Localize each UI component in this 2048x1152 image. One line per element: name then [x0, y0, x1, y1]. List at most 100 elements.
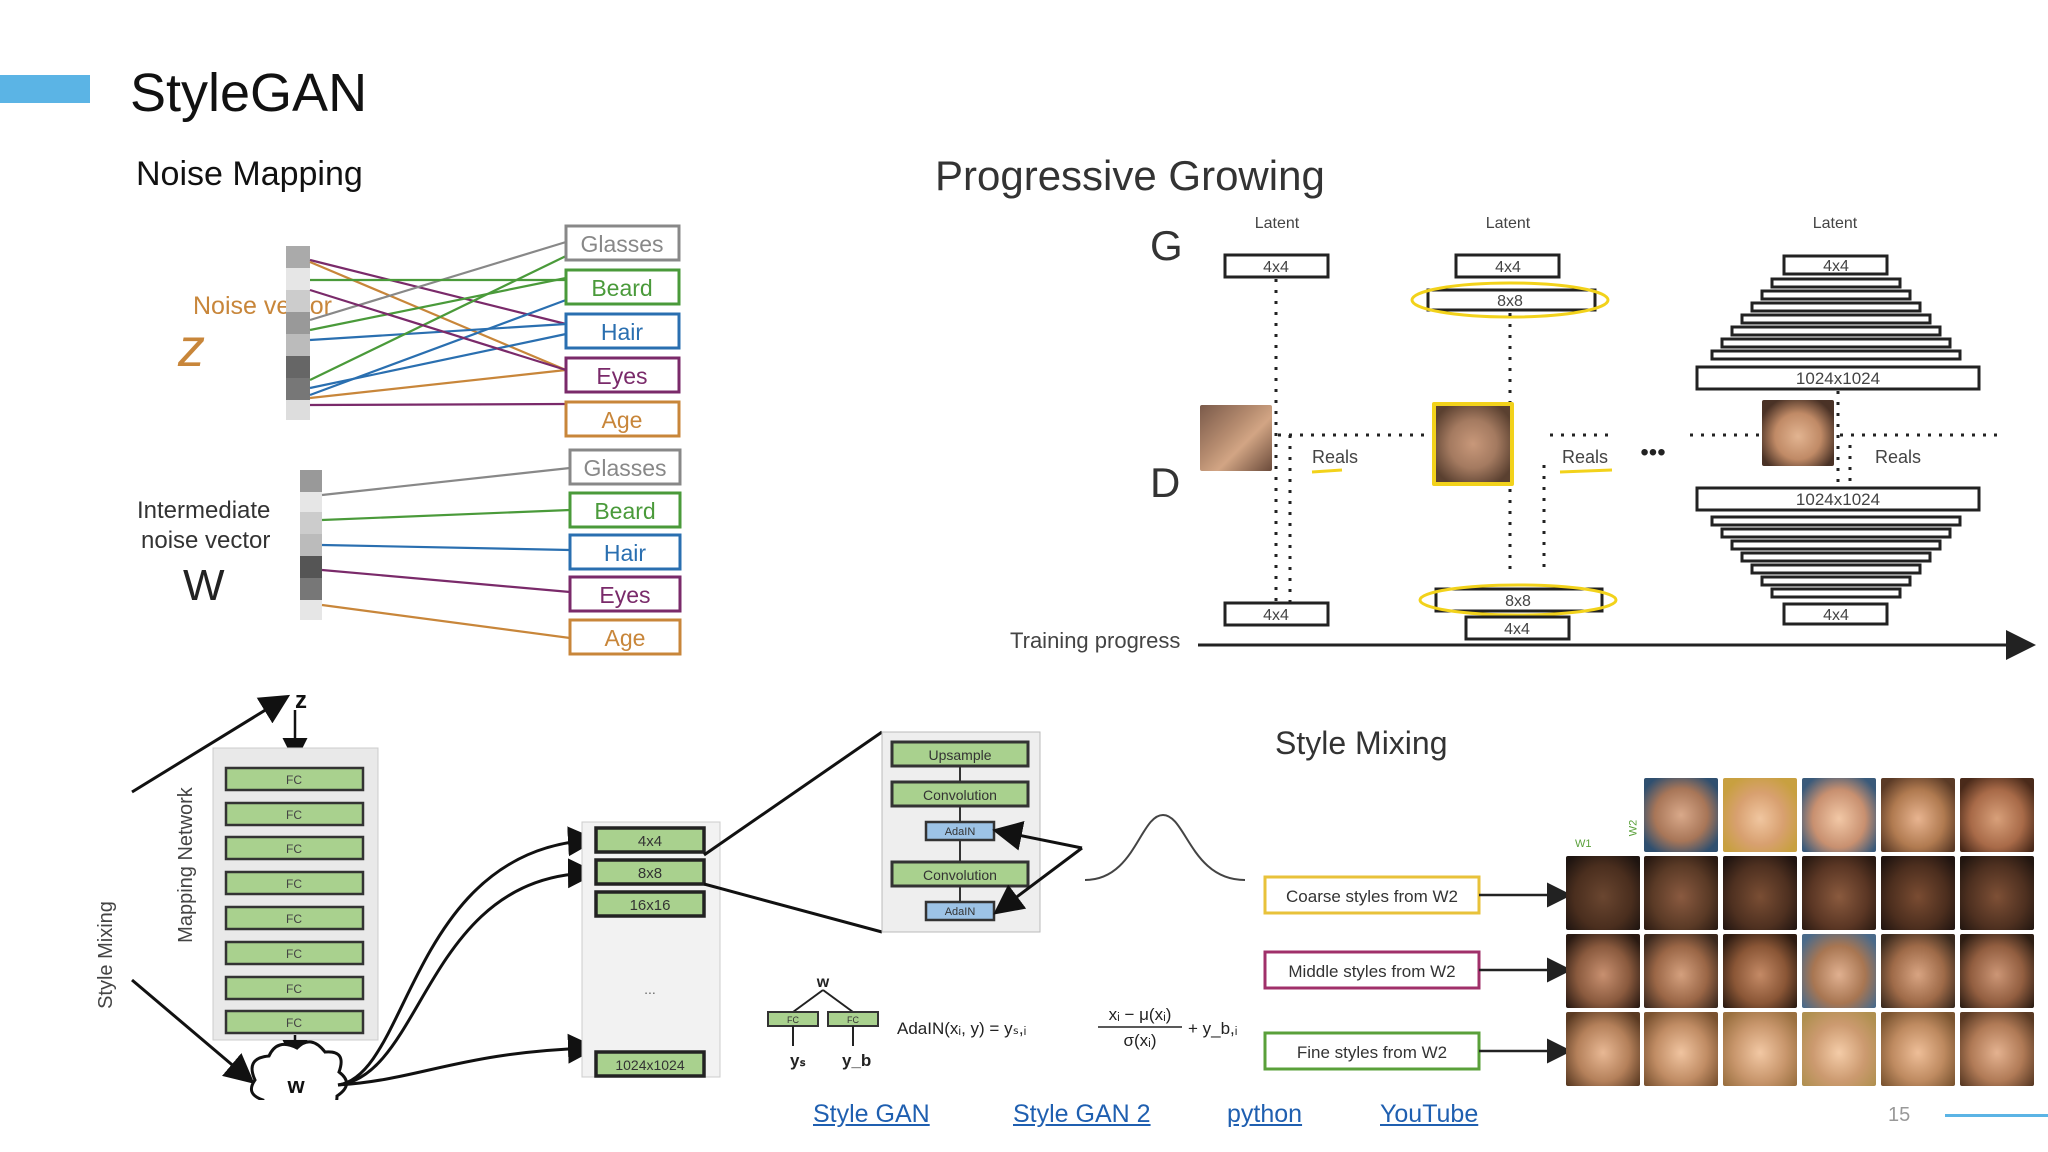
- noise-vector-symbol: z: [177, 318, 205, 378]
- gaussian-curve: [1084, 813, 1246, 881]
- w-feature-eyes: Eyes: [599, 582, 650, 608]
- svg-text:16x16: 16x16: [630, 897, 671, 914]
- g3-1024: 1024x1024: [1796, 369, 1880, 388]
- style-mixing-face-grid: [1566, 778, 2036, 1090]
- face-source: [1802, 778, 1876, 852]
- arch-w-label: w: [286, 1073, 305, 1098]
- intermediate-label-2: noise vector: [141, 527, 270, 554]
- d3-1024: 1024x1024: [1796, 490, 1880, 509]
- svg-text:...: ...: [644, 981, 656, 997]
- face-mixed: [1802, 856, 1876, 930]
- face-source: [1566, 856, 1640, 930]
- face-mixed: [1644, 934, 1718, 1008]
- svg-text:8x8: 8x8: [638, 865, 662, 882]
- svg-text:AdaIN(xᵢ, y) = yₛ,ᵢ: AdaIN(xᵢ, y) = yₛ,ᵢ: [897, 1019, 1026, 1038]
- face-mixed: [1644, 856, 1718, 930]
- block-detail: Upsample Convolution AdaIN Convolution A…: [890, 740, 1030, 922]
- face-mixed: [1723, 856, 1797, 930]
- face-source: [1566, 934, 1640, 1008]
- synthesis-stack: 4x4 8x8 16x16 ... 1024x1024: [594, 826, 706, 1078]
- svg-text:w: w: [816, 974, 830, 991]
- svg-text:FC: FC: [286, 947, 302, 961]
- coarse-styles-label: Coarse styles from W2: [1286, 887, 1458, 906]
- svg-text:xᵢ − μ(xᵢ): xᵢ − μ(xᵢ): [1109, 1005, 1172, 1024]
- g-label: G: [1150, 222, 1183, 269]
- link-youtube[interactable]: YouTube: [1380, 1100, 1479, 1128]
- d3-4x4: 4x4: [1823, 607, 1849, 624]
- noise-mapping-diagram: Noise vector z Intermediate noise vector…: [137, 224, 682, 656]
- reals-label-1: Reals: [1312, 447, 1358, 467]
- svg-text:AdaIN: AdaIN: [945, 906, 976, 918]
- d-pyramid: [1710, 515, 1962, 599]
- progress-ellipsis: •••: [1640, 439, 1665, 466]
- z-feature-beard: Beard: [591, 275, 652, 301]
- stylegan-architecture: z Style Mixing Mapping Network FC FC FC …: [95, 687, 1246, 1100]
- face-mixed: [1802, 1012, 1876, 1086]
- face-source: [1723, 778, 1797, 852]
- d2-8x8: 8x8: [1505, 593, 1531, 610]
- svg-text:+ y_b,ᵢ: + y_b,ᵢ: [1188, 1019, 1237, 1038]
- adain-formula: AdaIN(xᵢ, y) = yₛ,ᵢ xᵢ − μ(xᵢ) σ(xᵢ) + y…: [897, 1005, 1237, 1050]
- svg-text:1024x1024: 1024x1024: [615, 1057, 685, 1073]
- latent-label-2: Latent: [1486, 215, 1531, 232]
- svg-text:FC: FC: [286, 773, 302, 787]
- z-feature-glasses: Glasses: [580, 231, 663, 257]
- g3-4x4: 4x4: [1823, 258, 1849, 275]
- progressive-growing-diagram: G D Latent Latent Latent 4x4 4x4 Reals 4…: [1010, 215, 2036, 660]
- middle-styles-label: Middle styles from W2: [1288, 962, 1455, 981]
- face-mixed: [1881, 856, 1955, 930]
- svg-text:FC: FC: [847, 1015, 859, 1025]
- face-mixed: [1802, 934, 1876, 1008]
- face-mixed: [1881, 934, 1955, 1008]
- w-feature-boxes: Glasses Beard Hair Eyes Age: [568, 448, 682, 656]
- svg-text:FC: FC: [286, 877, 302, 891]
- z-mapping-lines: [309, 240, 567, 407]
- slide-title: StyleGAN: [130, 63, 368, 123]
- svg-text:FC: FC: [286, 808, 302, 822]
- face-mixed: [1960, 934, 2034, 1008]
- reference-links: Style GAN Style GAN 2 python YouTube: [0, 1100, 2048, 1134]
- link-style-gan[interactable]: Style GAN: [813, 1100, 930, 1128]
- svg-text:FC: FC: [286, 912, 302, 926]
- face-mixed: [1960, 1012, 2034, 1086]
- fine-styles-label: Fine styles from W2: [1297, 1043, 1447, 1062]
- fc-stack: FC FC FC FC FC FC FC FC: [224, 766, 365, 1035]
- svg-text:AdaIN: AdaIN: [945, 826, 976, 838]
- accent-bar: [0, 75, 90, 103]
- svg-text:FC: FC: [787, 1015, 799, 1025]
- z-feature-boxes: Glasses Beard Hair Eyes Age: [564, 224, 681, 438]
- link-style-gan-2[interactable]: Style GAN 2: [1013, 1100, 1151, 1128]
- svg-text:Convolution: Convolution: [923, 787, 997, 803]
- svg-text:Convolution: Convolution: [923, 867, 997, 883]
- face-source: [1566, 1012, 1640, 1086]
- training-progress-label: Training progress: [1010, 628, 1180, 653]
- w-feature-age: Age: [605, 625, 646, 651]
- z-feature-age: Age: [602, 407, 643, 433]
- face-mixed: [1960, 856, 2034, 930]
- svg-text:σ(xᵢ): σ(xᵢ): [1124, 1031, 1157, 1050]
- face-mixed: [1723, 934, 1797, 1008]
- bottom-rule: [1945, 1114, 2048, 1117]
- w-feature-hair: Hair: [604, 540, 647, 566]
- svg-text:4x4: 4x4: [638, 833, 662, 850]
- link-python[interactable]: python: [1227, 1100, 1303, 1128]
- g1-4x4: 4x4: [1263, 259, 1289, 276]
- z-vector-strip: [286, 246, 310, 420]
- w-feature-glasses: Glasses: [583, 455, 666, 481]
- svg-text:FC: FC: [286, 1016, 302, 1030]
- real-face-8x8: [1432, 402, 1514, 486]
- d-label: D: [1150, 459, 1180, 506]
- z-feature-eyes: Eyes: [596, 363, 647, 389]
- style-mixing-labels: Coarse styles from W2 Middle styles from…: [1263, 875, 1572, 1071]
- noise-mapping-title: Noise Mapping: [136, 155, 363, 193]
- d2-4x4: 4x4: [1504, 621, 1530, 638]
- svg-text:FC: FC: [286, 982, 302, 996]
- d1-4x4: 4x4: [1263, 607, 1289, 624]
- z-feature-hair: Hair: [601, 319, 644, 345]
- face-source: [1644, 778, 1718, 852]
- reals-label-3: Reals: [1875, 447, 1921, 467]
- real-face-1024: [1762, 400, 1834, 466]
- reals-label-2: Reals: [1562, 447, 1608, 467]
- progressive-growing-title: Progressive Growing: [935, 152, 1325, 199]
- latent-label-3: Latent: [1813, 215, 1858, 232]
